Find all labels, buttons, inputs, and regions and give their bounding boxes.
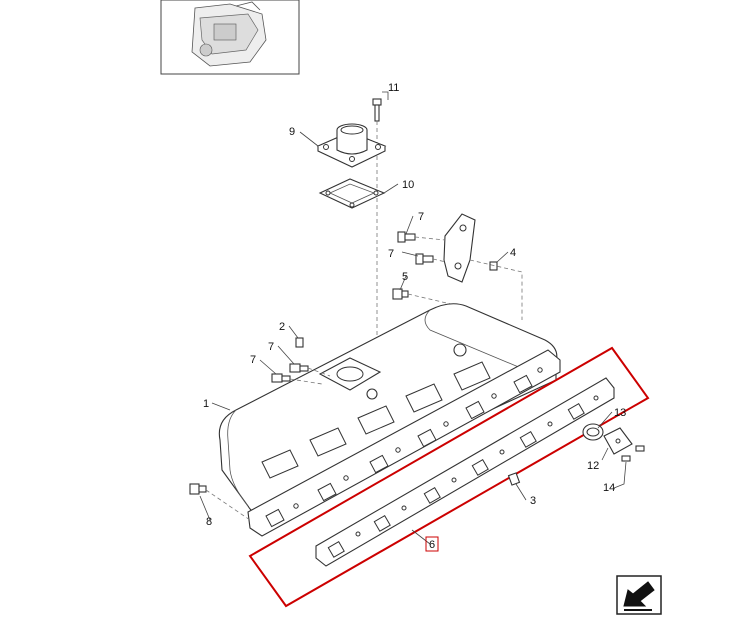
part-1-manifold	[218, 303, 561, 537]
part-13-gasket	[582, 423, 604, 441]
callout-5[interactable]: 5	[402, 271, 408, 283]
part-9-flange	[316, 123, 387, 168]
callout-7[interactable]: 7	[388, 248, 394, 260]
callout-14[interactable]: 14	[603, 482, 615, 494]
part-7-bolts-upper	[397, 231, 434, 265]
callout-7[interactable]: 7	[418, 211, 424, 223]
callout-3[interactable]: 3	[530, 495, 536, 507]
callout-4[interactable]: 4	[510, 247, 516, 259]
highlight-frame	[248, 346, 650, 608]
navigate-arrow-icon[interactable]	[616, 575, 662, 615]
part-3-stud	[507, 472, 521, 486]
callout-6-highlight-box	[425, 536, 439, 552]
part-2-plug	[295, 337, 304, 348]
part-7-bolts-lower	[271, 363, 309, 383]
callout-12[interactable]: 12	[587, 460, 599, 472]
part-11-bolt	[372, 98, 382, 122]
part-10-gasket	[318, 178, 386, 209]
part-4-bracket	[443, 213, 498, 283]
callout-1[interactable]: 1	[203, 398, 209, 410]
part-14-screws	[621, 445, 645, 462]
callout-11[interactable]: 11	[388, 82, 399, 94]
callout-9[interactable]: 9	[289, 126, 295, 138]
part-8-bolt	[189, 483, 207, 495]
manifold-outlet-flange	[318, 343, 467, 400]
callout-7[interactable]: 7	[250, 354, 256, 366]
part-6-gasket	[315, 377, 615, 567]
callout-10[interactable]: 10	[402, 179, 414, 191]
callout-8[interactable]: 8	[206, 516, 212, 528]
callout-7[interactable]: 7	[268, 341, 274, 353]
engine-thumbnail-icon[interactable]	[160, 0, 300, 75]
leader-lines	[199, 91, 627, 545]
callout-6[interactable]: 6	[429, 539, 435, 551]
callout-2[interactable]: 2	[279, 321, 285, 333]
part-12-cover	[603, 427, 633, 455]
callout-13[interactable]: 13	[614, 407, 626, 419]
part-5-bolt	[392, 288, 409, 300]
